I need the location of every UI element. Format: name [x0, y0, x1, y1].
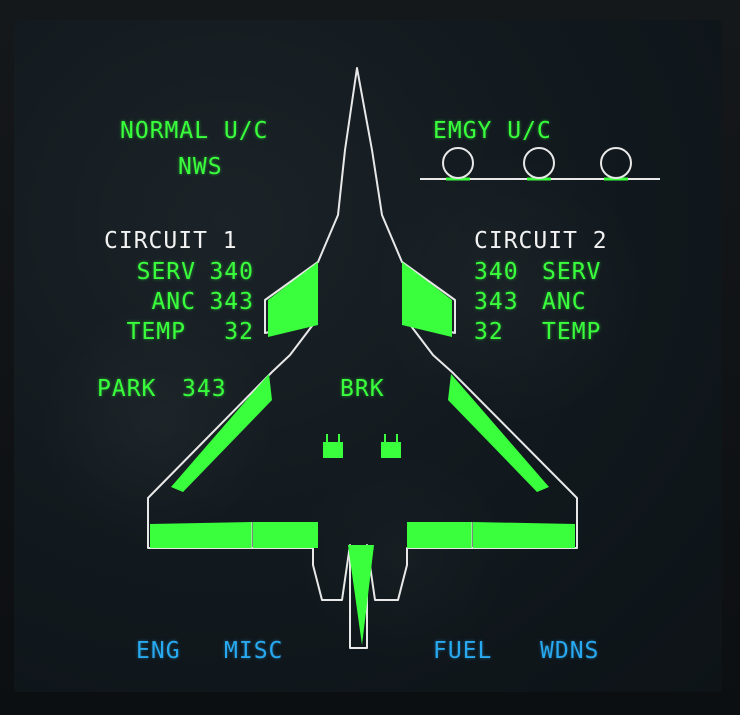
circuit-2-serv-label: SERV: [542, 259, 602, 285]
circuit-1-temp-label: TEMP: [126, 319, 186, 345]
normal-uc-label: NORMAL U/C: [120, 118, 269, 144]
circuit-1-temp-value: 32: [224, 319, 254, 345]
left-leading-edge-slat: [171, 374, 272, 492]
park-brake-value: 343: [182, 376, 227, 402]
circuit-2-temp-label: TEMP: [542, 319, 602, 345]
circuit-1-anc-label: ANC: [151, 289, 196, 315]
right-inner-elevon: [407, 522, 472, 548]
softkey-eng[interactable]: ENG: [136, 638, 181, 664]
circuit-2-anc-label: ANC: [542, 289, 587, 315]
park-brake-label: PARK: [97, 376, 157, 402]
left-outer-elevon: [150, 522, 252, 548]
emergency-uc-label: EMGY U/C: [433, 118, 552, 144]
emergency-gear-indicator: [420, 147, 660, 181]
nws-label: NWS: [178, 154, 223, 180]
circuit-2-anc-value: 343: [474, 289, 519, 315]
circuit-1-title: CIRCUIT 1: [104, 228, 238, 254]
left-brake-indicator: [323, 434, 343, 458]
softkey-misc[interactable]: MISC: [224, 638, 284, 664]
left-inner-elevon: [253, 522, 318, 548]
softkey-wdns[interactable]: WDNS: [540, 638, 600, 664]
circuit-1-serv-value: 340: [209, 259, 254, 285]
right-outer-elevon: [473, 522, 575, 548]
brake-label: BRK: [340, 376, 385, 402]
right-brake-indicator: [381, 434, 401, 458]
circuit-2-serv-value: 340: [474, 259, 519, 285]
rudder: [348, 545, 374, 645]
left-canard: [268, 262, 318, 337]
softkey-fuel[interactable]: FUEL: [433, 638, 493, 664]
circuit-2-title: CIRCUIT 2: [474, 228, 608, 254]
right-canard: [402, 262, 452, 337]
circuit-1-serv-label: SERV: [136, 259, 196, 285]
right-leading-edge-slat: [448, 374, 549, 492]
circuit-2-temp-value: 32: [474, 319, 504, 345]
circuit-1-anc-value: 343: [209, 289, 254, 315]
